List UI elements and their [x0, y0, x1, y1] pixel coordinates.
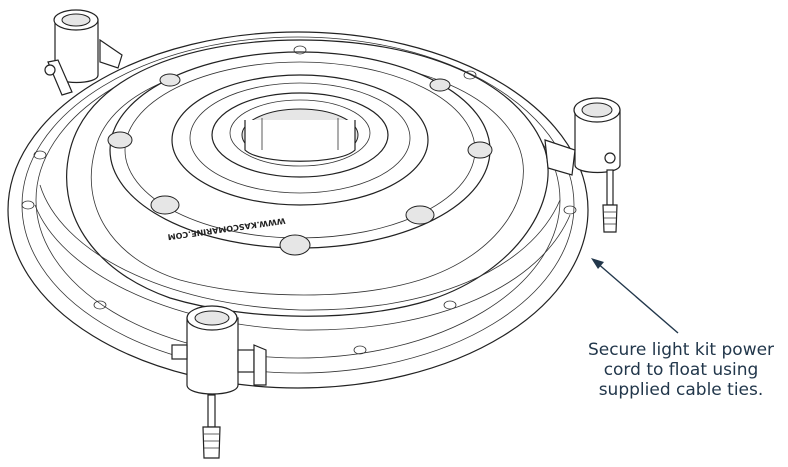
callout-line-1: Secure light kit power — [587, 340, 775, 360]
float-center-well — [171, 74, 429, 206]
light-fixture-right — [544, 97, 621, 233]
light-fixture-bottom — [171, 305, 267, 459]
callout-note: Secure light kit power cord to float usi… — [574, 340, 788, 400]
rim-bolt-holes — [21, 45, 577, 355]
callout-arrow — [591, 258, 679, 334]
callout-line-3: supplied cable ties. — [598, 380, 764, 400]
callout-line-2: cord to float using — [603, 360, 759, 380]
light-fixture-left — [44, 9, 123, 96]
